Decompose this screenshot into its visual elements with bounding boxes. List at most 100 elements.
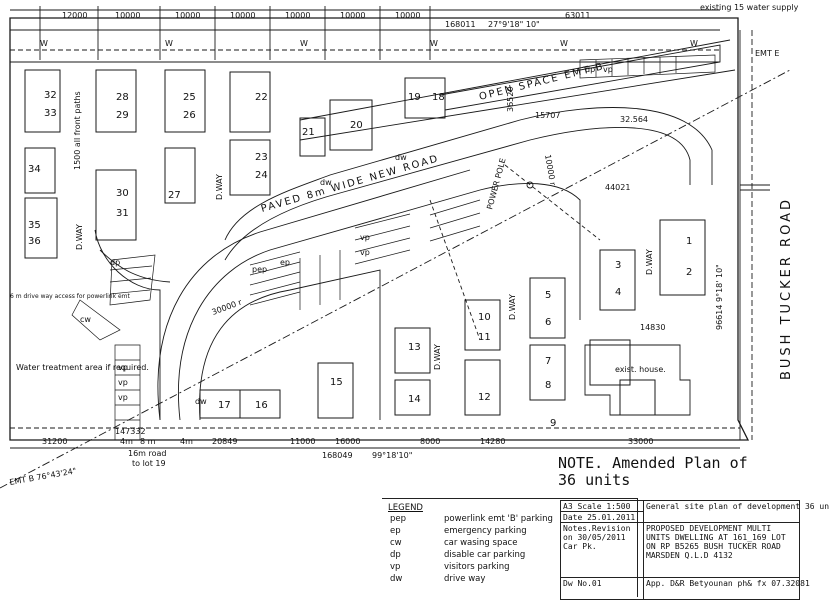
unit-12: 12 xyxy=(478,392,491,403)
bottom-dim-4m-a: 4m xyxy=(120,437,133,446)
top-dim-3: 10000 xyxy=(175,11,200,20)
bottom-dim-8m: 8 m xyxy=(140,437,156,446)
unit-31: 31 xyxy=(116,208,129,219)
bottom-dim-16000: 16000 xyxy=(335,437,360,446)
legend-row: ep emergency parking xyxy=(388,526,628,537)
power-pole-mark xyxy=(526,181,534,189)
legend-code: dw xyxy=(390,574,403,584)
bottom-dim-11000: 11000 xyxy=(290,437,315,446)
top-dim-8: 168011 xyxy=(445,20,476,29)
water-treatment-label: Water treatment area if required. xyxy=(16,363,149,372)
unit-17: 17 xyxy=(218,400,231,411)
bottom-dim-4m-b: 4m xyxy=(180,437,193,446)
unit-27: 27 xyxy=(168,190,181,201)
legend-desc: car wasing space xyxy=(444,538,518,548)
unit-numbers: 1 2 3 4 5 6 7 8 9 10 11 12 13 14 15 16 1… xyxy=(28,90,692,429)
code-vp-1: vp xyxy=(360,233,370,242)
title-description: PROPOSED DEVELOPMENT MULTI UNITS DWELLIN… xyxy=(643,522,800,578)
legend-row: pep powerlink emt 'B' parking xyxy=(388,514,628,525)
legend-desc: emergency parking xyxy=(444,526,527,536)
dim-44021: 44021 xyxy=(605,183,630,192)
code-dw-3: dw xyxy=(395,153,407,162)
unit-9: 9 xyxy=(550,418,556,429)
legend-box: LEGEND pep powerlink emt 'B' parking ep … xyxy=(382,498,638,597)
legend-code: dp xyxy=(390,550,401,560)
bottom-dim-20849: 20849 xyxy=(212,437,237,446)
unit-36: 36 xyxy=(28,236,41,247)
top-dim-10: 63011 xyxy=(565,11,590,20)
legend-desc: visitors parking xyxy=(444,562,510,572)
unit-4: 4 xyxy=(615,287,621,298)
dway-label-2: D.WAY xyxy=(215,174,224,200)
desc-line-4: MARSDEN Q.L.D 4132 xyxy=(646,551,733,560)
parking-code-labels: pep ep vp vp dp vp vp vp vp dw dw dw dp … xyxy=(40,39,698,406)
code-vp-4: vp xyxy=(118,363,128,372)
unit-28: 28 xyxy=(116,92,129,103)
dim-14830: 14830 xyxy=(640,323,665,332)
unit-5: 5 xyxy=(545,290,551,301)
radius-10000-label: 10000 r xyxy=(543,154,557,187)
radius-30000-label: 30000 r xyxy=(211,297,244,316)
desc-line-2: UNITS DWELLING AT 161_169 LOT xyxy=(646,533,786,542)
code-vp-2: vp xyxy=(360,248,370,257)
top-dim-9: 27°9'18" 10" xyxy=(488,20,540,29)
legend-row: vp visitors parking xyxy=(388,562,628,573)
code-vp-3: vp xyxy=(603,65,613,74)
unit-21: 21 xyxy=(302,127,315,138)
front-paths-label: 1500 all front paths xyxy=(73,91,82,170)
existing-water-label: existing 15 water supply xyxy=(700,3,799,12)
emt-e-label: EMT E xyxy=(755,49,779,58)
code-vp-6: vp xyxy=(118,393,128,402)
dway-label-4: D.WAY xyxy=(508,294,517,320)
top-dim-2: 10000 xyxy=(115,11,140,20)
unit-14: 14 xyxy=(408,394,421,405)
unit-32: 32 xyxy=(44,90,57,101)
title-notes: Notes.Revision on 30/05/2011 Car Pk. xyxy=(560,522,644,578)
emt-b-label: EMT B 76°43'24" xyxy=(9,466,77,487)
top-dim-6: 10000 xyxy=(340,11,365,20)
bush-tucker-road-label: BUSH TUCKER ROAD xyxy=(779,197,794,380)
code-w-5: W xyxy=(560,39,568,48)
dway-label-1: D.WAY xyxy=(75,224,84,250)
to-lot-19-label: to lot 19 xyxy=(132,459,166,468)
unit-16: 16 xyxy=(255,400,268,411)
desc-line-3: ON RP B5265 BUSH TUCKER ROAD xyxy=(646,542,781,551)
desc-line-1: PROPOSED DEVELOPMENT MULTI xyxy=(646,524,772,533)
dway-label-3: D.WAY xyxy=(433,344,442,370)
dim-96614: 96614 9°18' 10" xyxy=(715,264,724,330)
bottom-dim-31200: 31200 xyxy=(42,437,67,446)
code-cw-1: cw xyxy=(80,315,91,324)
unit-2: 2 xyxy=(686,267,692,278)
legend-row: dw drive way xyxy=(388,574,628,585)
dway-label-5: D.WAY xyxy=(645,249,654,275)
bottom-dim-168049: 168049 xyxy=(322,451,353,460)
unit-15: 15 xyxy=(330,377,343,388)
unit-10: 10 xyxy=(478,312,491,323)
powerlink-access-label: 6 m drive way access for powerlink emt xyxy=(10,293,130,300)
legend-desc: disable car parking xyxy=(444,550,526,560)
unit-35: 35 xyxy=(28,220,41,231)
site-plan-drawing: 12000 10000 10000 10000 10000 10000 1000… xyxy=(0,3,799,489)
unit-8: 8 xyxy=(545,380,551,391)
code-dp-1: dp xyxy=(585,65,595,74)
unit-33: 33 xyxy=(44,108,57,119)
unit-6: 6 xyxy=(545,317,551,328)
code-vp-5: vp xyxy=(118,378,128,387)
unit-20: 20 xyxy=(350,120,363,131)
legend-code: ep xyxy=(390,526,401,536)
title-block: A3 Scale 1:500 Date 25.01.2011 Notes.Rev… xyxy=(560,500,829,600)
top-dim-7: 10000 xyxy=(395,11,420,20)
code-dp-2: dp xyxy=(110,258,120,267)
title-applicant: App. D&R Betyounan ph& fx 07.32081 xyxy=(643,577,810,600)
code-w-3: W xyxy=(300,39,308,48)
legend-code: vp xyxy=(390,562,401,572)
bottom-dim-8000: 8000 xyxy=(420,437,440,446)
unit-34: 34 xyxy=(28,164,41,175)
unit-23: 23 xyxy=(255,152,268,163)
dim-147332: 147332 xyxy=(115,427,146,436)
unit-1: 1 xyxy=(686,236,692,247)
unit-22: 22 xyxy=(255,92,268,103)
bottom-bearing: 99°18'10" xyxy=(372,451,412,460)
note-line-2: 36 units xyxy=(558,471,631,489)
power-pole-label: POWER POLE xyxy=(485,157,507,210)
